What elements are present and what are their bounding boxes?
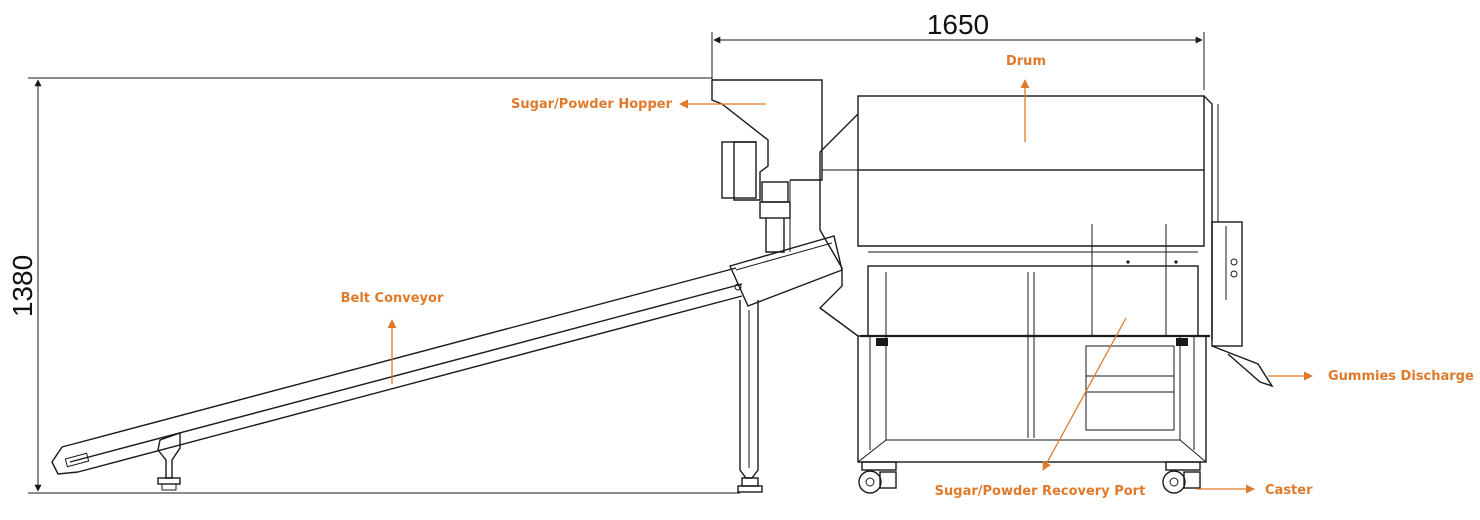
conveyor-head-box bbox=[729, 235, 843, 307]
discharge-chute bbox=[1211, 345, 1274, 388]
drum-front-cone bbox=[818, 113, 859, 337]
hopper-coupling bbox=[761, 181, 789, 203]
label-recovery-port: Sugar/Powder Recovery Port bbox=[935, 484, 1146, 499]
conveyor-support bbox=[157, 432, 181, 479]
conveyor-tensioner bbox=[64, 452, 90, 468]
caster-hub bbox=[865, 477, 875, 487]
conveyor-top-edge bbox=[61, 267, 737, 448]
label-drum: Drum bbox=[1006, 54, 1046, 69]
label-hopper: Sugar/Powder Hopper bbox=[511, 97, 673, 112]
dimension-height-label: 1380 bbox=[7, 255, 38, 317]
caster-mount bbox=[861, 461, 897, 471]
conveyor-stand-foot bbox=[737, 485, 763, 493]
drum bbox=[818, 95, 1219, 340]
caster-wheel bbox=[858, 470, 882, 494]
frame-bracket bbox=[1176, 338, 1188, 346]
hopper-body bbox=[711, 80, 769, 201]
drum-detail-dot bbox=[1174, 260, 1178, 264]
caster-wheel bbox=[1162, 470, 1186, 494]
hopper-frame bbox=[712, 79, 823, 181]
drum-support-rods bbox=[1091, 224, 1167, 336]
drum-body bbox=[857, 170, 1205, 247]
recovery-drawer bbox=[1085, 345, 1175, 431]
conveyor-pivot bbox=[734, 283, 742, 291]
drum-detail-dot bbox=[1126, 260, 1130, 264]
discharge-housing bbox=[1211, 221, 1243, 347]
caster-left bbox=[858, 461, 897, 494]
label-gummies-discharge: Gummies Discharge bbox=[1328, 369, 1474, 384]
drum-rear bbox=[1203, 95, 1213, 340]
hopper-feeder bbox=[759, 201, 791, 219]
hopper bbox=[711, 79, 823, 253]
dimension-height: 1380 bbox=[7, 77, 740, 494]
caster-brake bbox=[879, 471, 897, 489]
label-caster: Caster bbox=[1265, 483, 1313, 498]
dimension-width: 1650 bbox=[711, 9, 1205, 90]
machine-frame bbox=[857, 272, 1207, 463]
discharge-knob bbox=[1230, 270, 1238, 278]
frame-bracket bbox=[876, 338, 888, 346]
callout-arrow-recovery-port bbox=[1042, 317, 1127, 471]
conveyor-stand-base bbox=[741, 477, 759, 487]
belt-conveyor bbox=[51, 235, 843, 493]
drum-tray bbox=[867, 265, 1199, 337]
caster-hub bbox=[1169, 477, 1179, 487]
caster-brake bbox=[1183, 471, 1201, 489]
hopper-motor bbox=[721, 141, 757, 199]
conveyor-head-inner bbox=[735, 242, 833, 271]
caster-right bbox=[1162, 461, 1201, 494]
gummies-discharge bbox=[1211, 221, 1274, 388]
conveyor-support-pad bbox=[161, 483, 177, 491]
hopper-chute bbox=[765, 218, 785, 253]
frame-lower-brace bbox=[857, 439, 1207, 463]
discharge-knob bbox=[1230, 258, 1238, 266]
dimension-width-label: 1650 bbox=[927, 9, 989, 40]
caster-mount bbox=[1165, 461, 1201, 471]
label-belt-conveyor: Belt Conveyor bbox=[341, 291, 444, 306]
conveyor-support-foot bbox=[157, 477, 181, 485]
callouts: Drum Sugar/Powder Hopper Belt Conveyor G… bbox=[341, 54, 1474, 499]
drum-top bbox=[857, 95, 1205, 171]
frame-body bbox=[857, 335, 1207, 463]
conveyor-lower-end bbox=[51, 446, 79, 475]
conveyor-bottom-edge bbox=[77, 295, 743, 473]
conveyor-mid-edge bbox=[69, 283, 743, 463]
